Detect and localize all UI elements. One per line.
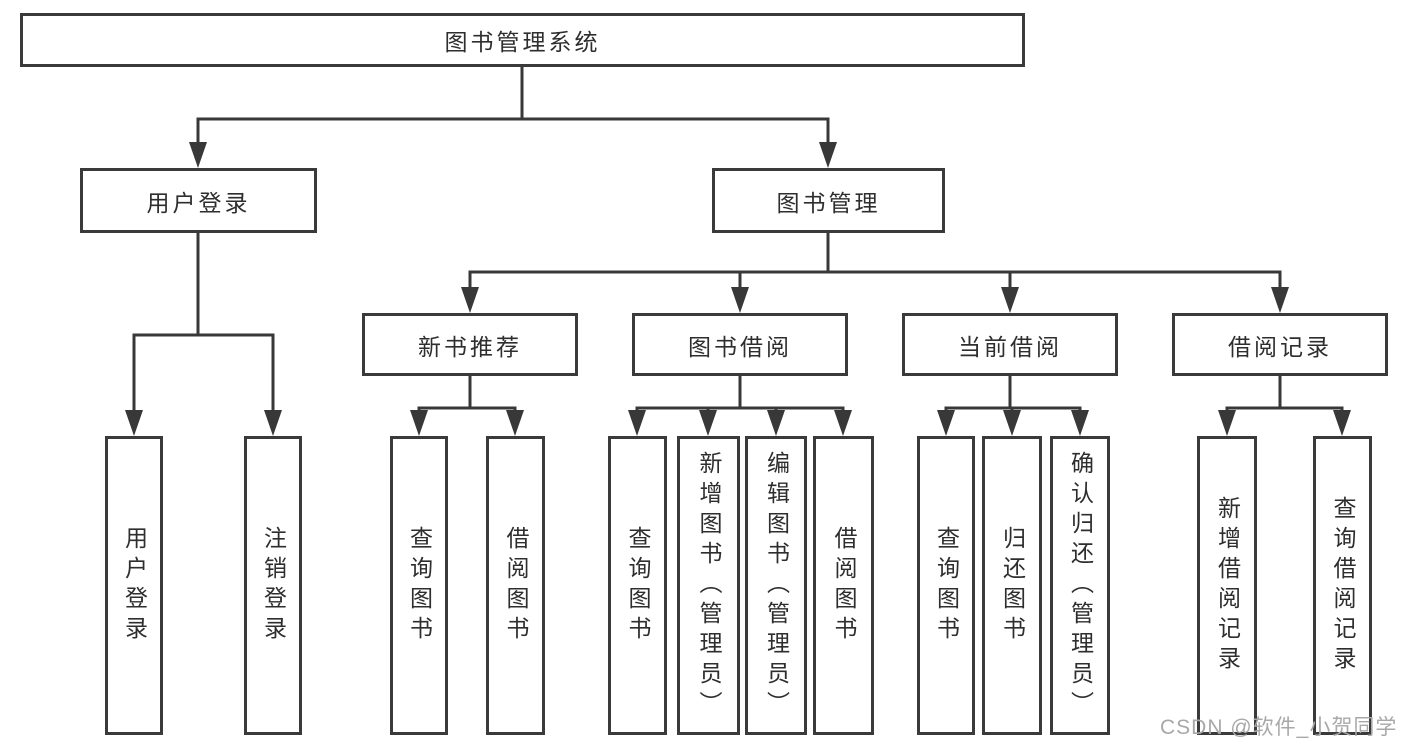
- leaf-query-book-recommend-label: 查询图书: [406, 525, 433, 646]
- leaf-edit-book-admin: 编辑图书（管理员）: [745, 436, 807, 735]
- node-new-book-recommend-label: 新书推荐: [418, 333, 522, 360]
- node-user-login-label: 用户登录: [146, 189, 251, 216]
- leaf-query-book-borrow: 查询图书: [608, 436, 667, 735]
- leaf-borrow-book: 借阅图书: [813, 436, 874, 735]
- node-book-management: 图书管理: [712, 168, 945, 233]
- node-book-borrow: 图书借阅: [632, 313, 848, 376]
- leaf-add-borrow-record-label: 新增借阅记录: [1214, 495, 1241, 676]
- node-new-book-recommend: 新书推荐: [362, 313, 578, 376]
- node-root-system-label: 图书管理系统: [444, 29, 601, 55]
- leaf-return-book: 归还图书: [982, 436, 1042, 735]
- leaf-query-borrow-record-label: 查询借阅记录: [1330, 495, 1356, 676]
- leaf-confirm-return-admin-label: 确认归还（管理员）: [1067, 450, 1094, 721]
- leaf-borrow-book-recommend-label: 借阅图书: [503, 525, 529, 646]
- leaf-query-book-borrow-label: 查询图书: [625, 525, 651, 646]
- leaf-logout: 注销登录: [244, 436, 302, 735]
- leaf-borrow-book-label: 借阅图书: [831, 525, 857, 646]
- leaf-add-borrow-record: 新增借阅记录: [1197, 436, 1257, 735]
- leaf-borrow-book-recommend: 借阅图书: [486, 436, 545, 735]
- node-current-borrow: 当前借阅: [902, 313, 1118, 376]
- csdn-watermark: CSDN @软件_小贺同学: [1160, 716, 1398, 739]
- leaf-query-book-current-label: 查询图书: [933, 525, 960, 646]
- node-user-login: 用户登录: [80, 168, 317, 233]
- leaf-query-book-recommend: 查询图书: [390, 436, 448, 735]
- node-root-system: 图书管理系统: [20, 13, 1025, 67]
- node-book-borrow-label: 图书借阅: [688, 333, 792, 360]
- leaf-add-book-admin-label: 新增图书（管理员）: [696, 450, 722, 721]
- leaf-query-book-current: 查询图书: [917, 436, 975, 735]
- leaf-edit-book-admin-label: 编辑图书（管理员）: [763, 450, 790, 721]
- node-current-borrow-label: 当前借阅: [958, 333, 1062, 360]
- leaf-return-book-label: 归还图书: [999, 525, 1026, 646]
- node-borrow-records-label: 借阅记录: [1228, 333, 1332, 360]
- leaf-user-login-label: 用户登录: [121, 525, 148, 646]
- node-book-management-label: 图书管理: [776, 189, 881, 216]
- leaf-user-login: 用户登录: [105, 436, 163, 735]
- leaf-confirm-return-admin: 确认归还（管理员）: [1050, 436, 1110, 735]
- leaf-logout-label: 注销登录: [260, 525, 287, 646]
- leaf-add-book-admin: 新增图书（管理员）: [677, 436, 740, 735]
- node-borrow-records: 借阅记录: [1172, 313, 1388, 376]
- leaf-query-borrow-record: 查询借阅记录: [1313, 436, 1372, 735]
